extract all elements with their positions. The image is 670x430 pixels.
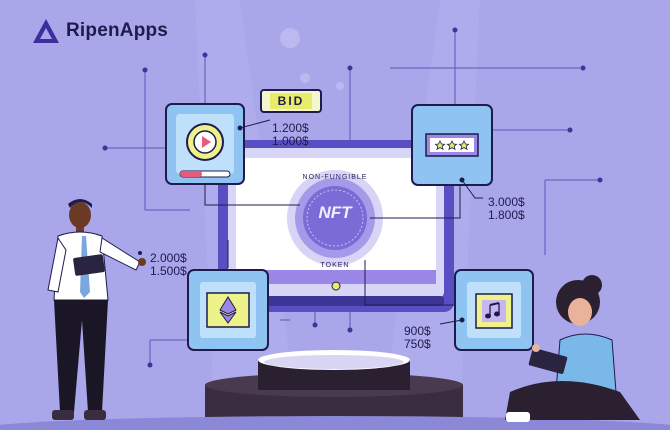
- play-icon: [202, 136, 211, 148]
- video-card: [165, 103, 245, 185]
- screen-bottom-label: TOKEN: [320, 262, 350, 269]
- triangle-logo-icon: [33, 19, 59, 43]
- ethereum-icon: [219, 296, 237, 324]
- price-line-1: 1.200$: [272, 121, 309, 135]
- price-ethereum: 2.000$ 1.500$: [150, 252, 187, 278]
- music-card: [439, 269, 534, 351]
- screen-center-label: NFT: [318, 203, 352, 222]
- brand-logo[interactable]: RipenApps: [32, 18, 168, 44]
- price-line-1: 3.000$: [488, 195, 525, 209]
- ethereum-card: [187, 269, 269, 351]
- bid-tag: BID: [260, 89, 322, 113]
- screen-top-label: NON-FUNGIBLE: [302, 174, 368, 181]
- woman-figure: [505, 275, 640, 422]
- music-note-icon: [485, 302, 500, 319]
- price-music: 900$ 750$: [404, 325, 431, 351]
- rating-card: [411, 104, 493, 199]
- price-line-2: 750$: [404, 337, 431, 351]
- price-line-2: 1.500$: [150, 264, 187, 278]
- price-stars: 3.000$ 1.800$: [488, 196, 525, 222]
- stars-icon: [434, 140, 470, 151]
- price-line-2: 1.800$: [488, 208, 525, 222]
- price-line-1: 900$: [404, 324, 431, 338]
- man-figure: [47, 199, 146, 420]
- nft-coin: [287, 170, 383, 266]
- price-line-1: 2.000$: [150, 251, 187, 265]
- price-video: 1.200$ 1.000$: [272, 122, 309, 148]
- brand-name: RipenApps: [66, 20, 169, 41]
- price-line-2: 1.000$: [272, 134, 309, 148]
- bid-label: BID: [269, 93, 313, 109]
- circuit-lines: [105, 30, 600, 365]
